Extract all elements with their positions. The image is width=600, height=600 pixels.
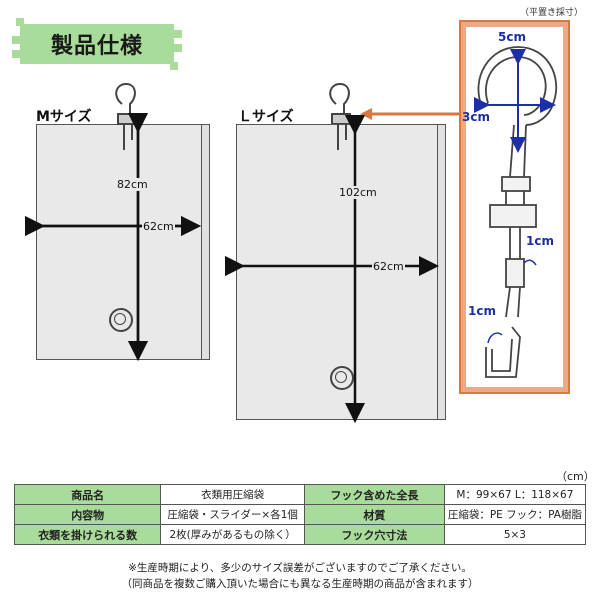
hook-detail-drawing <box>474 46 558 378</box>
spec-key: 内容物 <box>13 504 162 525</box>
spec-key: フック含めた全長 <box>303 484 445 505</box>
spec-key: フック穴寸法 <box>303 524 445 545</box>
m-width-label-top: 62cm <box>142 220 175 233</box>
m-bag-gusset <box>200 124 210 360</box>
footnote-line-1: ※生産時期により、多少のサイズ誤差がございますのでご了承ください。 <box>128 562 472 574</box>
l-width-label-top: 62cm <box>372 260 405 273</box>
m-bag <box>36 124 202 360</box>
spec-table: 商品名 衣類用圧縮袋 フック含めた全長 M：99×67 L：118×67 内容物… <box>13 484 587 545</box>
spec-value: 2枚(厚みがあるもの除く） <box>160 524 305 545</box>
page-title: 製品仕様 <box>50 34 143 59</box>
spec-key: 衣類を掛けられる数 <box>13 524 162 545</box>
footnote-line-2: （同商品を複数ご購入頂いた場合にも異なる生産時期の商品が含まれます） <box>121 578 479 590</box>
m-height-label-top: 82cm <box>116 178 149 191</box>
m-size-label: Mサイズ <box>36 109 92 125</box>
spec-value: 5×3 <box>443 524 587 545</box>
slot2-marker <box>487 332 503 344</box>
table-row: 内容物 圧縮袋・スライダー×各1個 材質 圧縮袋：PE フック：PA樹脂 <box>13 504 587 525</box>
spec-key: 材質 <box>303 504 445 525</box>
hook-detail-panel <box>459 20 570 394</box>
table-row: 衣類を掛けられる数 2枚(厚みがあるもの除く） フック穴寸法 5×3 <box>13 524 587 545</box>
title-badge: 製品仕様 <box>12 16 182 72</box>
spec-key: 商品名 <box>13 484 162 505</box>
hook-detail-inner <box>466 27 563 387</box>
spec-value: 衣類用圧縮袋 <box>160 484 305 505</box>
title-badge-shape <box>12 18 182 70</box>
spec-value: 圧縮袋：PE フック：PA樹脂 <box>443 504 587 525</box>
hook-width-label: 5cm <box>498 30 526 44</box>
table-row: 商品名 衣類用圧縮袋 フック含めた全長 M：99×67 L：118×67 <box>13 484 587 505</box>
hook-slot1-label: 1cm <box>526 234 554 248</box>
l-bag-gusset <box>436 124 446 420</box>
unit-label: （cm） <box>556 470 595 483</box>
l-height-label-top: 102cm <box>338 186 378 199</box>
hook-slot2-label: 1cm <box>468 304 496 318</box>
slot1-marker <box>523 259 537 266</box>
hook-height-label: 3cm <box>462 110 490 124</box>
spec-value: 圧縮袋・スライダー×各1個 <box>160 504 305 525</box>
spec-value: M：99×67 L：118×67 <box>443 484 587 505</box>
l-size-label: Ｌサイズ <box>238 109 294 125</box>
measurement-note: （平置き採寸） <box>520 8 584 18</box>
